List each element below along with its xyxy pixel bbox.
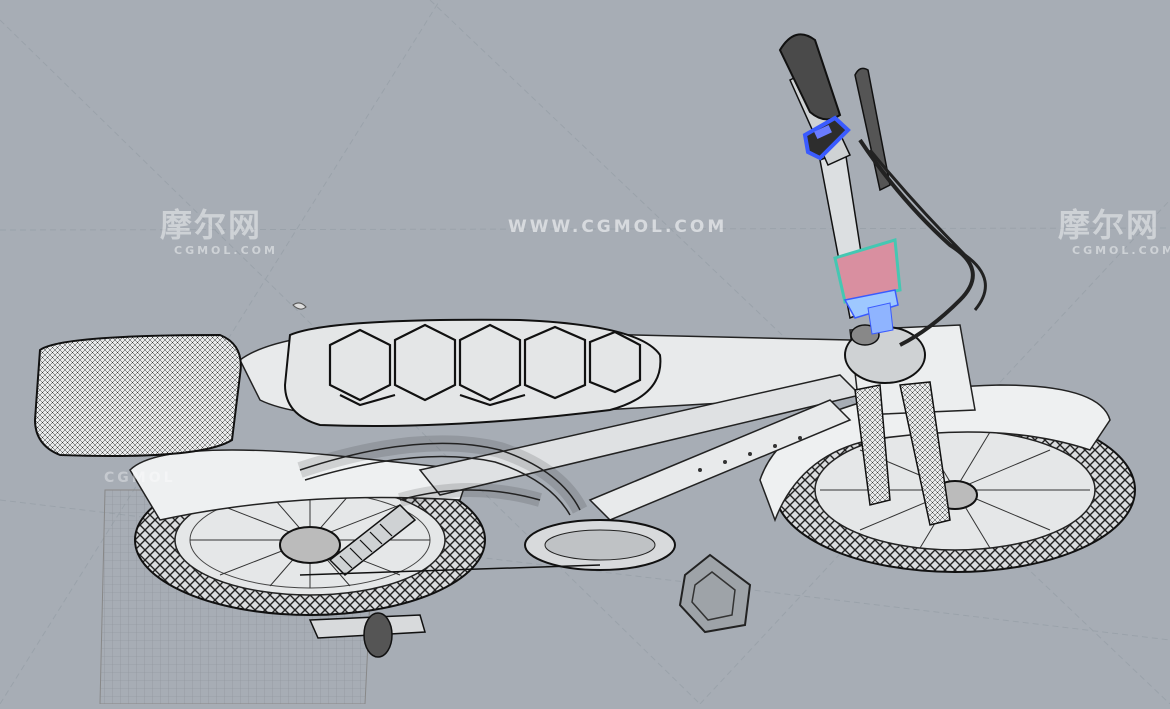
seat-hex-pattern — [328, 323, 642, 407]
left-pedal — [308, 612, 426, 658]
rear-shock — [328, 503, 417, 577]
rear-seat — [33, 333, 242, 457]
chainring-assembly — [299, 519, 676, 576]
stem-handlebar — [778, 33, 987, 347]
display-unit — [802, 115, 851, 161]
motor-tubes — [297, 435, 588, 516]
headlight — [833, 238, 902, 335]
front-fork — [844, 324, 951, 526]
loose-pedal — [678, 553, 752, 634]
cursor-crosshair-icon — [292, 302, 307, 310]
